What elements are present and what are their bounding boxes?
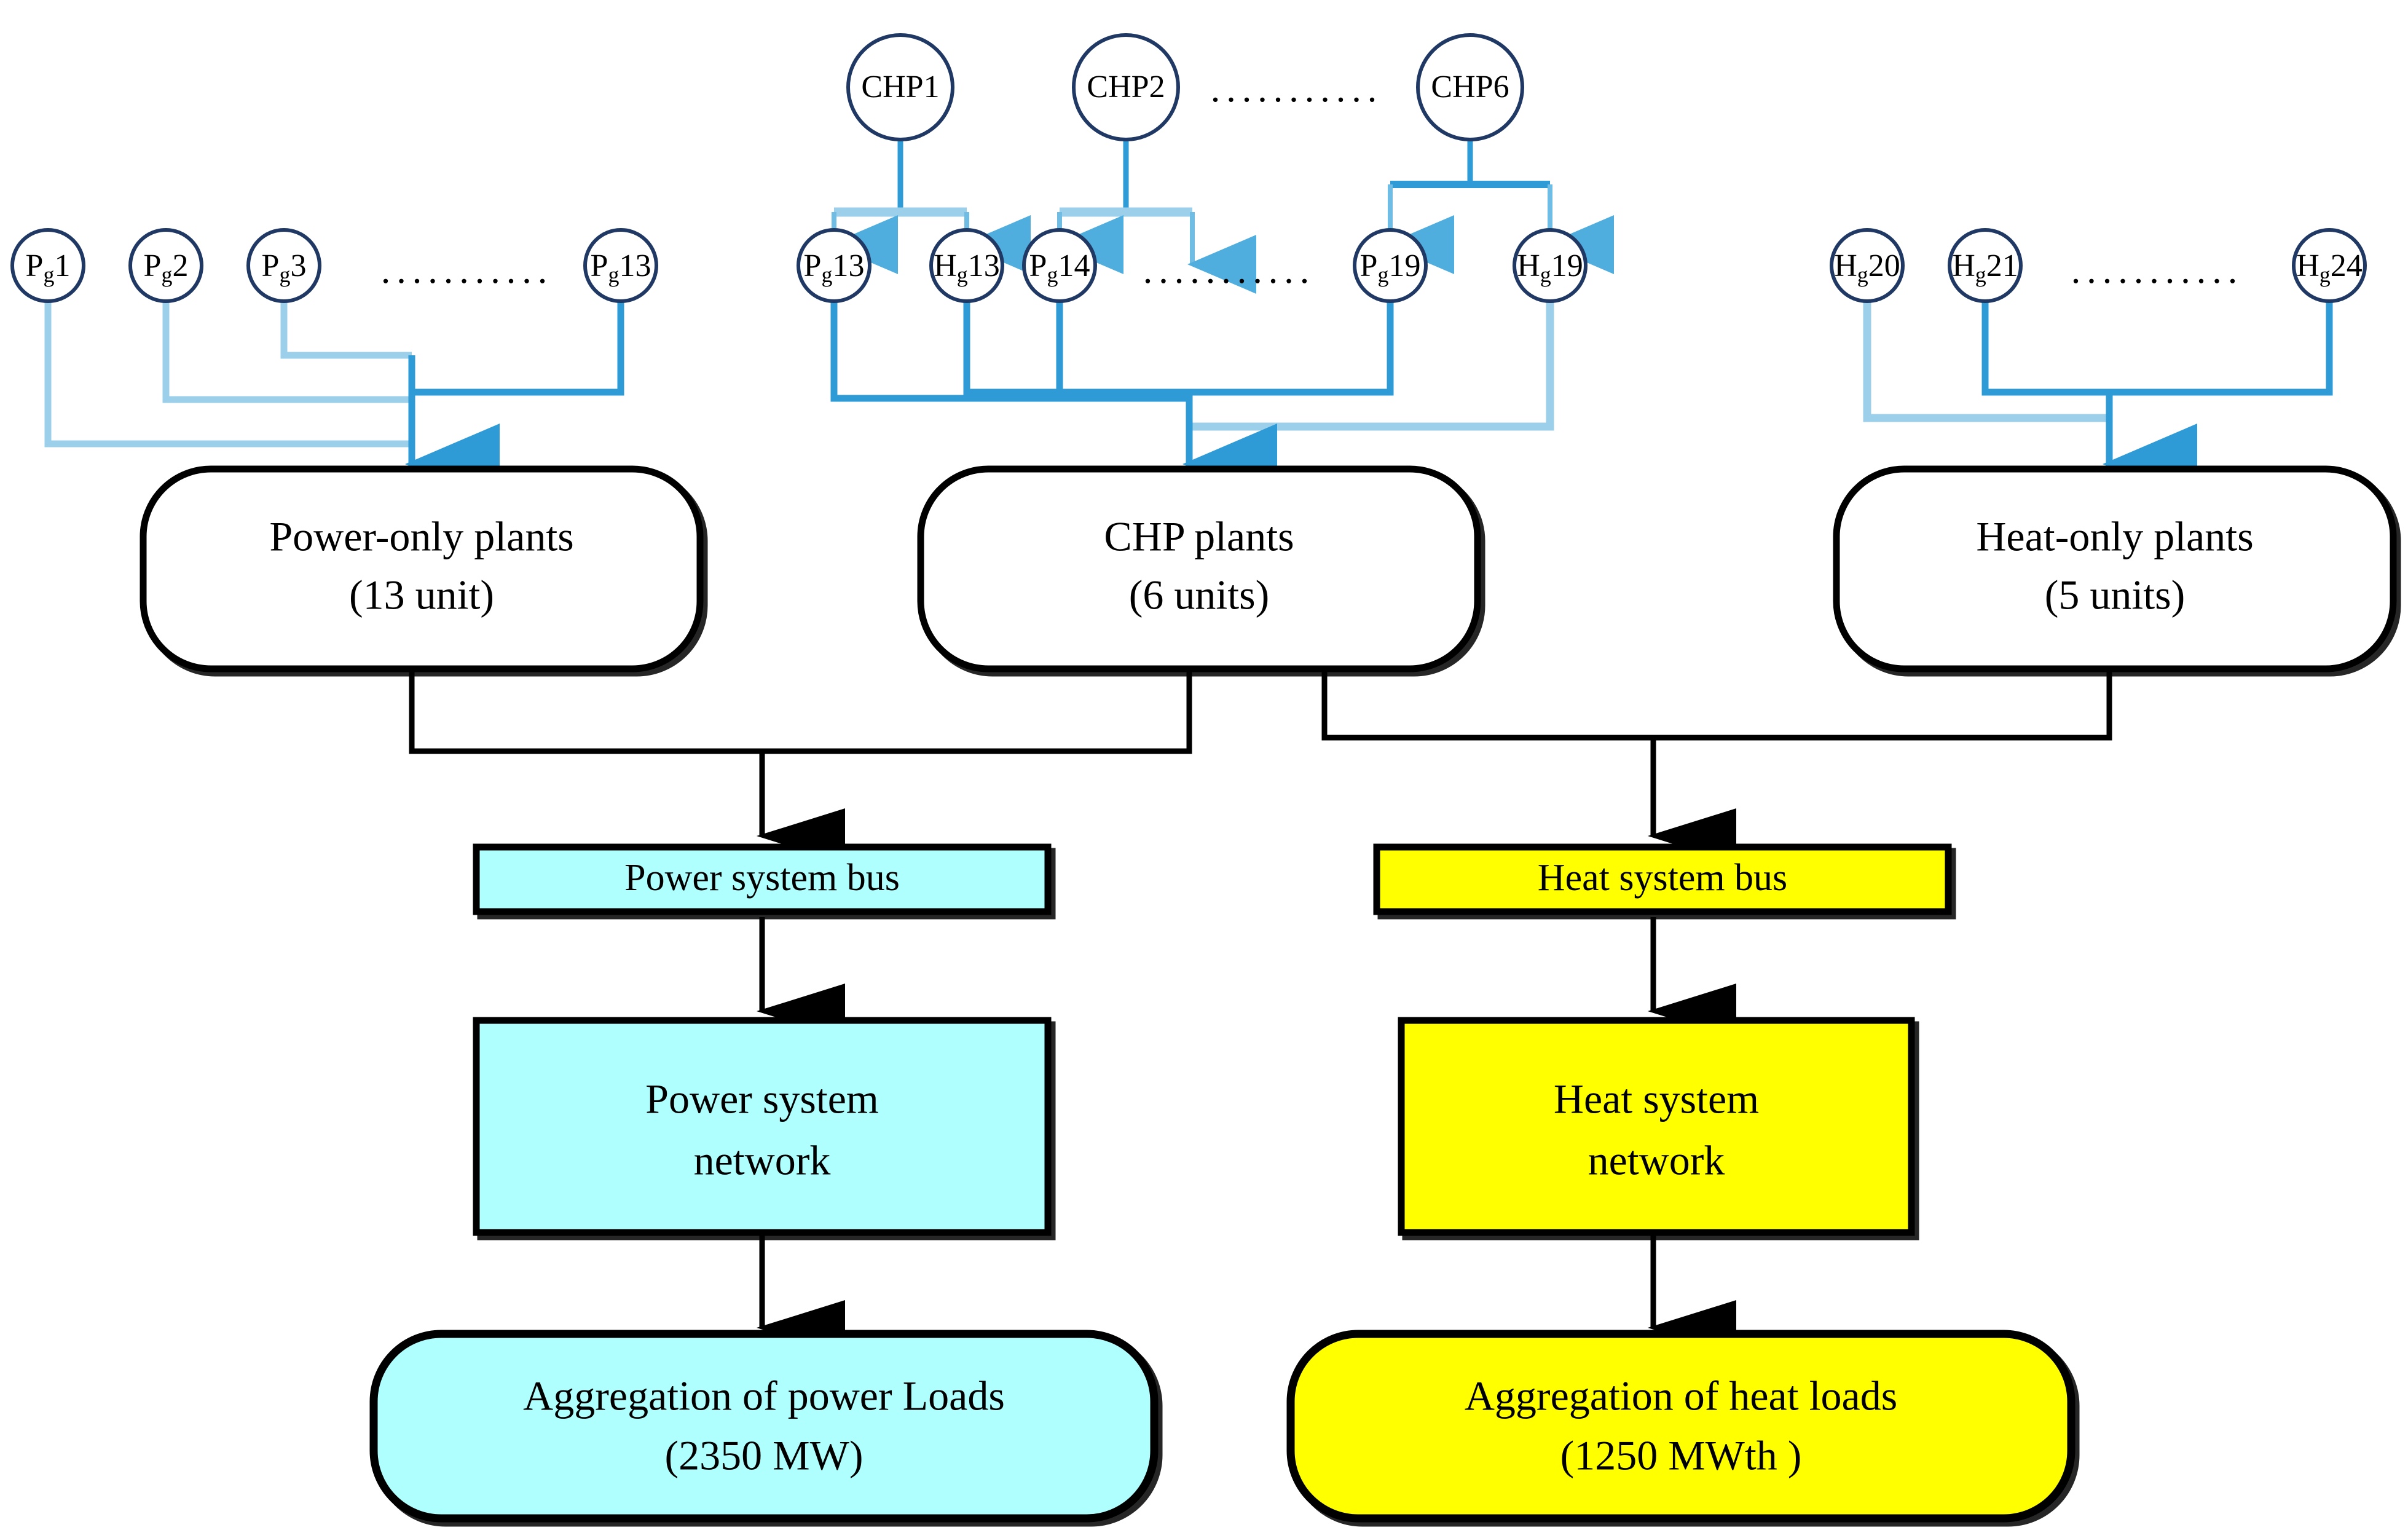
generator-node-label: Pg13 (591, 248, 651, 287)
plant-to-bus-links (409, 670, 2112, 864)
network-box-heat[interactable]: Heat system network (1398, 1017, 1915, 1236)
power-only-collector-links (44, 301, 624, 505)
chp-node-label: CHP6 (1431, 69, 1509, 104)
chp-node-label: CHP1 (861, 69, 939, 104)
network-box-line2: network (694, 1137, 831, 1184)
generator-node-pg2[interactable]: Pg2 (128, 228, 203, 303)
ellipsis-power-only: ........... (381, 250, 554, 291)
generator-node-label: Pg19 (1360, 248, 1421, 287)
chp-output-nodes: Pg13 Hg13 Pg14 Pg19 Hg19 ... (797, 228, 1588, 303)
generator-node-hg20[interactable]: Hg20 (1830, 228, 1905, 303)
system-bus-bars: Power system bus Heat system bus (473, 843, 1952, 915)
plant-box-power-only[interactable]: Power-only plants (13 unit) (140, 465, 704, 672)
network-box-line1: Heat system (1554, 1076, 1759, 1122)
network-box-line2: network (1588, 1137, 1725, 1184)
load-box-line2: (2350 MW) (665, 1432, 864, 1479)
plant-box-line1: Heat-only plants (1976, 513, 2253, 560)
heat-only-generator-nodes: Hg20 Hg21 Hg24 ........... (1830, 228, 2367, 303)
bus-bar-heat[interactable]: Heat system bus (1373, 843, 1952, 915)
plant-box-line2: (6 units) (1129, 572, 1270, 618)
chp-node-chp6[interactable]: CHP6 (1416, 33, 1524, 141)
generator-node-label: Pg3 (262, 248, 307, 287)
load-box-power[interactable]: Aggregation of power Loads (2350 MW) (369, 1330, 1159, 1523)
generator-node-label: Hg19 (1517, 248, 1583, 287)
ellipsis-chp: ........... (1211, 68, 1383, 110)
generator-node-label: Hg20 (1834, 248, 1900, 287)
chp-fanout-links (829, 140, 1614, 294)
load-box-line1: Aggregation of power Loads (523, 1373, 1005, 1419)
chp-node-chp1[interactable]: CHP1 (846, 33, 954, 141)
chp-node-chp2[interactable]: CHP2 (1072, 33, 1180, 141)
generator-node-pg13-chp[interactable]: Pg13 (797, 228, 872, 303)
generator-node-label: Hg24 (2296, 248, 2363, 287)
generator-node-pg13[interactable]: Pg13 (583, 228, 658, 303)
load-box-line2: (1250 MWth ) (1560, 1432, 1802, 1479)
plant-box-line1: Power-only plants (269, 513, 573, 560)
generator-node-label: Hg13 (934, 248, 1000, 287)
bus-bar-label: Heat system bus (1538, 857, 1787, 899)
generator-node-hg24[interactable]: Hg24 (2292, 228, 2367, 303)
generator-node-pg3[interactable]: Pg3 (246, 228, 321, 303)
generator-node-label: Pg14 (1029, 248, 1090, 287)
generator-node-pg1[interactable]: Pg1 (10, 228, 85, 303)
load-box-line1: Aggregation of heat loads (1465, 1373, 1897, 1419)
generator-node-label: Hg21 (1952, 248, 2018, 287)
ellipsis-chp-outputs: ........... (1143, 250, 1316, 291)
chp-unit-nodes: CHP1 CHP2 CHP6 ........... (846, 33, 1524, 141)
generator-node-hg19[interactable]: Hg19 (1513, 228, 1588, 303)
chp-node-label: CHP2 (1087, 69, 1165, 104)
load-boxes: Aggregation of power Loads (2350 MW) Agg… (369, 1330, 2076, 1523)
generator-node-label: Pg13 (804, 248, 865, 287)
plant-boxes: Power-only plants (13 unit) CHP plants (… (140, 465, 2397, 672)
generator-node-label: Pg2 (144, 248, 189, 287)
generator-node-hg13[interactable]: Hg13 (929, 228, 1004, 303)
network-boxes: Power system network Heat system network (473, 1017, 1915, 1236)
bus-bar-label: Power system bus (624, 857, 900, 899)
heat-only-collector-links (1863, 301, 2333, 505)
network-box-line1: Power system (645, 1076, 879, 1122)
network-box-power[interactable]: Power system network (473, 1017, 1052, 1236)
chp-collector-links (830, 301, 1554, 505)
plant-box-line1: CHP plants (1104, 513, 1294, 560)
plant-box-heat-only[interactable]: Heat-only plants (5 units) (1833, 465, 2397, 672)
power-only-generator-nodes: Pg1 Pg2 Pg3 Pg13 ........... (10, 228, 658, 303)
plant-box-line2: (5 units) (2045, 572, 2186, 618)
bus-bar-power[interactable]: Power system bus (473, 843, 1052, 915)
plant-box-chp[interactable]: CHP plants (6 units) (917, 465, 1481, 672)
generator-node-pg14[interactable]: Pg14 (1022, 228, 1097, 303)
generator-node-label: Pg1 (26, 248, 71, 287)
generator-node-hg21[interactable]: Hg21 (1948, 228, 2023, 303)
plant-box-line2: (13 unit) (349, 572, 494, 618)
ellipsis-heat-only: ........... (2071, 250, 2244, 291)
generator-node-pg19[interactable]: Pg19 (1353, 228, 1428, 303)
load-box-heat[interactable]: Aggregation of heat loads (1250 MWth ) (1286, 1330, 2076, 1523)
vertical-flow-links (757, 917, 1736, 1355)
